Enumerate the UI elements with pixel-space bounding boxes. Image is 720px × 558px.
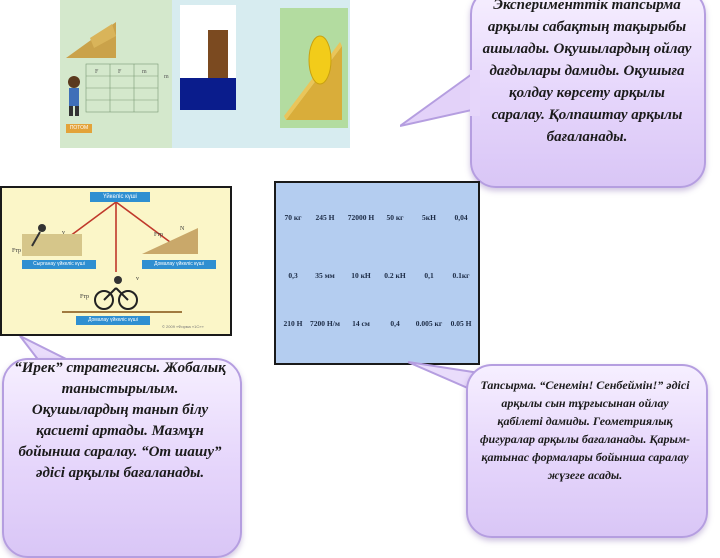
svg-text:Fтр: Fтр	[80, 294, 89, 300]
table-cell: 0.2 кН	[384, 271, 406, 280]
table-cell: 35 мм	[315, 271, 335, 280]
bubble-text-top-right: Эксперименттік тапсырма арқылы сабақтың …	[482, 0, 692, 145]
svg-text:m: m	[142, 69, 147, 75]
blue-base	[180, 78, 236, 110]
wooden-block	[208, 30, 228, 78]
diagram-title: Үйкеліс күші	[90, 192, 150, 202]
speech-bubble-bottom-right	[466, 364, 708, 538]
table-cell: 0,4	[390, 319, 400, 328]
svg-text:Fтр: Fтр	[154, 232, 163, 238]
svg-text:v: v	[136, 276, 139, 282]
table-cell: 245 Н	[315, 213, 335, 222]
table-cell: 210 Н	[283, 319, 303, 328]
table-cell: 14 см	[352, 319, 370, 328]
svg-text:Fтр: Fтр	[12, 248, 21, 254]
experiment-incline-coin	[280, 8, 348, 128]
experiment-slide-1: F F m m ПОТОМ	[60, 0, 172, 148]
speech-bubble-top-right	[470, 0, 706, 188]
bubble-text-bottom-right: Тапсырма. “Сенемін! Сенбеймін!” әдісі ар…	[479, 378, 691, 482]
table-cell: 0.005 кг	[415, 319, 443, 328]
table-cell: 0.1кг	[452, 271, 470, 280]
svg-text:N: N	[180, 226, 185, 232]
friction-diagram-arrows: Fтр v Fтр N Fтр v	[12, 201, 198, 313]
table-row: 210 Н 7200 Н/м 14 см 0,4 0.005 кг 0.05 Н	[276, 303, 478, 363]
friction-diagram: Fтр v Fтр N Fтр v Үйкеліс күші Сырғанау …	[0, 186, 232, 336]
table-cell: 50 кг	[386, 213, 404, 222]
speech-bubble-bottom-left	[2, 358, 242, 558]
diagram-label-bottom: Домалау үйкеліс күші	[76, 316, 150, 325]
svg-text:F: F	[118, 69, 122, 75]
svg-text:v: v	[62, 230, 65, 236]
svg-text:m: m	[164, 74, 169, 80]
table-cell: 5кН	[422, 213, 436, 222]
table-cell: 0.05 Н	[450, 319, 472, 328]
incline-coin-illustration	[280, 8, 348, 128]
table-cell: 72000 Н	[347, 213, 375, 222]
table-cell: 10 кН	[351, 271, 371, 280]
diagram-copyright: © 2009 «Фирма «1С»»	[162, 324, 204, 329]
bubble-text-bottom-left: “Ирек” стратегиясы. Жобалық таныстырылым…	[14, 360, 226, 481]
table-cell: 0,1	[424, 271, 434, 280]
bubble-tail-top-right	[400, 70, 480, 127]
table-row: 0,3 35 мм 10 кН 0.2 кН 0,1 0.1кг	[276, 243, 478, 303]
table-cell: 0,3	[288, 271, 298, 280]
table-cell: 7200 Н/м	[310, 319, 340, 328]
diagram-label-left: Сырғанау үйкеліс күші	[22, 260, 96, 269]
slide-next-button[interactable]: ПОТОМ	[66, 124, 92, 133]
values-table: 70 кг 245 Н 72000 Н 50 кг 5кН 0,04 0,3 3…	[274, 181, 480, 365]
table-cell: 70 кг	[284, 213, 302, 222]
slide-incline-illustration: F F m m	[60, 0, 172, 148]
experiment-block	[180, 5, 236, 110]
diagram-label-right: Домалау үйкеліс күші	[142, 260, 216, 269]
svg-text:F: F	[95, 69, 99, 75]
table-row: 70 кг 245 Н 72000 Н 50 кг 5кН 0,04	[276, 183, 478, 243]
table-cell: 0,04	[454, 213, 468, 222]
experiment-strip: F F m m ПОТОМ	[60, 0, 350, 148]
